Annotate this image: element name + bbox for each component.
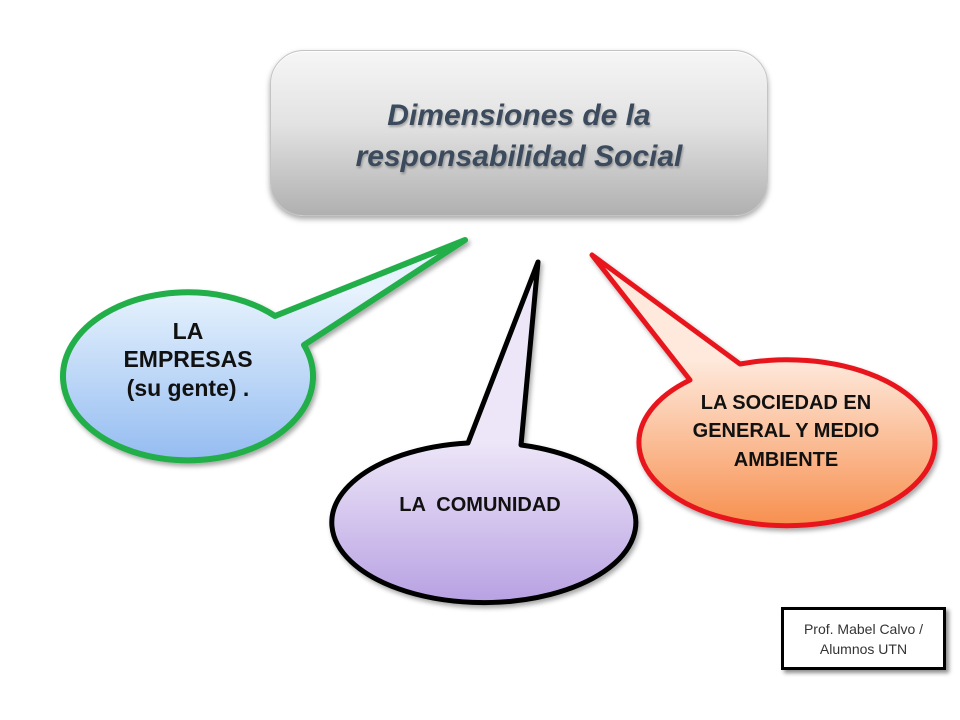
comunidad-bubble-shape	[329, 259, 639, 606]
title-line-2: responsabilidad Social	[355, 140, 683, 173]
sociedad-bubble-shape	[589, 252, 938, 529]
title-line-1: Dimensiones de la	[387, 99, 651, 132]
empresas-bubble-shape	[60, 237, 468, 464]
sociedad-callout: LA SOCIEDAD EN GENERAL Y MEDIO AMBIENTE	[589, 252, 938, 529]
credit-box: Prof. Mabel Calvo / Alumnos UTN	[781, 607, 946, 670]
sociedad-label-line-1: LA SOCIEDAD EN	[701, 392, 871, 414]
empresas-label-line-2: EMPRESAS	[123, 346, 252, 372]
empresas-callout: LA EMPRESAS (su gente) .	[60, 237, 468, 464]
credit-line-1: Prof. Mabel Calvo /	[803, 620, 924, 637]
comunidad-callout: LA COMUNIDAD	[329, 259, 639, 606]
sociedad-label-line-2: GENERAL Y MEDIO	[693, 420, 880, 442]
sociedad-label-line-3: AMBIENTE	[734, 449, 838, 471]
empresas-label-line-1: LA	[173, 318, 204, 344]
credit-line-2: Alumnos UTN	[819, 640, 908, 657]
comunidad-label: LA COMUNIDAD	[399, 494, 560, 516]
title-box: Dimensiones de la responsabilidad Social	[270, 50, 768, 216]
empresas-label-line-3: (su gente) .	[127, 375, 250, 401]
